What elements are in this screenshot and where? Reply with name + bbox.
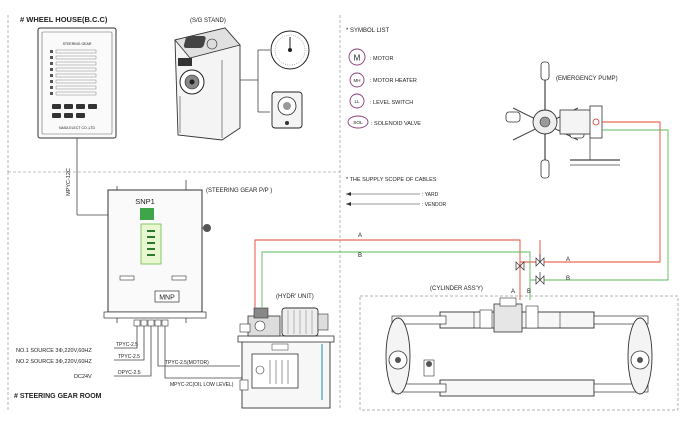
emergency-pump-title: (EMERGENCY PUMP) bbox=[556, 76, 618, 82]
svg-text:: MOTOR: : MOTOR bbox=[370, 56, 393, 62]
svg-text:SOL: SOL bbox=[353, 120, 363, 126]
label-b2: B bbox=[566, 276, 570, 282]
pipe-line-a-emergency bbox=[539, 121, 661, 263]
rudder-angle-indicator bbox=[270, 30, 310, 70]
pipe-line-a bbox=[254, 239, 521, 308]
symbol-motor: M : MOTOR bbox=[348, 48, 393, 66]
label-b1: B bbox=[358, 253, 362, 259]
symbol-motor-heater: MH : MOTOR HEATER bbox=[349, 72, 417, 88]
cable-mpyc-12c: MPYC-12C bbox=[66, 168, 72, 196]
valve-b bbox=[535, 272, 545, 285]
valve-center bbox=[515, 261, 525, 271]
label-a2: A bbox=[566, 257, 570, 263]
svg-text:MH: MH bbox=[354, 78, 361, 83]
svg-text:: VENDOR: : VENDOR bbox=[422, 202, 447, 208]
label-a3: A bbox=[511, 289, 515, 295]
sg-stand-title: (S/G STAND) bbox=[190, 18, 226, 24]
hydr-unit-title: (HYDR' UNIT) bbox=[276, 294, 314, 300]
cable-tpyc-1: TPYC-2.5 bbox=[116, 342, 138, 348]
steering-gear-room-title: # STEERING GEAR ROOM bbox=[14, 393, 102, 400]
cable-oil bbox=[164, 326, 245, 379]
symbol-list-title: * SYMBOL LIST bbox=[346, 28, 389, 34]
steering-gear-panel: SNP1 MNP bbox=[103, 189, 211, 319]
mnp-label: MNP bbox=[159, 295, 175, 302]
hydraulic-unit bbox=[237, 307, 335, 409]
svg-text:LL: LL bbox=[354, 99, 360, 104]
label-a1: A bbox=[358, 233, 362, 239]
bcc-panel-footer: NASA ELECT CO.,LTD bbox=[59, 126, 96, 130]
rudder-angle-receiver bbox=[271, 91, 303, 129]
wheel-house-title: # WHEEL HOUSE(B.C.C) bbox=[20, 15, 108, 24]
svg-text:: YARD: : YARD bbox=[422, 192, 439, 198]
emergency-pump bbox=[505, 61, 620, 179]
source-no1: NO.1 SOURCE 3Φ,220V,60HZ bbox=[16, 348, 92, 354]
pipe-line-b-emergency bbox=[530, 129, 669, 281]
label-b3: B bbox=[527, 289, 531, 295]
cable-mpyc-oil: MPYC-2C(OIL LOW LEVEL) bbox=[170, 382, 234, 388]
cable-dc bbox=[114, 326, 152, 377]
cable-motor bbox=[157, 326, 240, 367]
cylinder-assembly bbox=[385, 297, 653, 397]
cable-scope-yard: : YARD bbox=[346, 192, 439, 198]
cable-scope-title: * THE SUPPLY SCOPE OF CABLES bbox=[346, 177, 437, 183]
cylinder-frame bbox=[359, 295, 679, 411]
cable-scope-vendor: : VENDOR bbox=[346, 202, 447, 208]
steering-gear-pp-title: (STEERING GEAR P/P ) bbox=[206, 188, 272, 194]
svg-text:: SOLENOID VALVE: : SOLENOID VALVE bbox=[371, 121, 421, 127]
cable-no2 bbox=[114, 326, 145, 361]
source-no2: NO.2 SOURCE 3Φ,220V,60HZ bbox=[16, 359, 92, 365]
cable-dpyc: DPYC-2.5 bbox=[118, 370, 141, 376]
cable-no1 bbox=[114, 326, 138, 349]
sg-stand bbox=[174, 27, 241, 141]
cable-tpyc-2: TPYC-2.5 bbox=[118, 354, 140, 360]
bcc-panel-title: STEERING GEAR bbox=[63, 42, 92, 46]
svg-text:M: M bbox=[354, 54, 361, 63]
snp1-label: SNP1 bbox=[135, 197, 155, 206]
valve-a bbox=[535, 254, 545, 267]
cable-tpyc-motor: TPYC-2.5(MOTOR) bbox=[165, 360, 209, 366]
svg-text:: LEVEL SWITCH: : LEVEL SWITCH bbox=[370, 100, 413, 106]
cylinder-title: (CYLINDER ASS'Y) bbox=[430, 286, 483, 292]
bcc-panel: STEERING GEAR NASA ELECT CO.,LTD bbox=[37, 27, 117, 139]
symbol-level-switch: LL : LEVEL SWITCH bbox=[349, 93, 413, 109]
cable-glands bbox=[133, 319, 169, 327]
svg-text:: MOTOR HEATER: : MOTOR HEATER bbox=[370, 78, 417, 84]
symbol-solenoid-valve: SOL : SOLENOID VALVE bbox=[347, 115, 421, 129]
source-dc: DC24V bbox=[74, 374, 92, 380]
pipe-line-b bbox=[261, 251, 531, 308]
